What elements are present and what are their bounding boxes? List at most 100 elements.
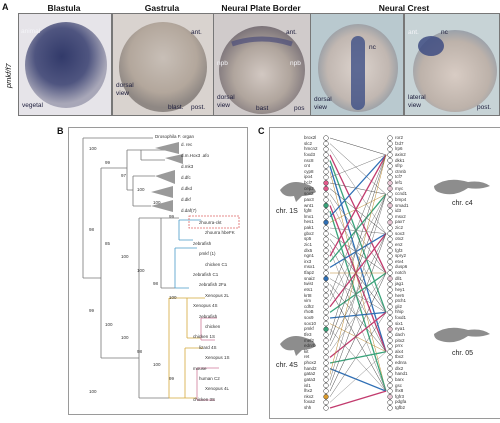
synteny-link (329, 390, 387, 409)
tree-leaf-label: d.dkf (181, 197, 191, 202)
right-gene-label: ptch1 (395, 298, 407, 304)
gene-node (387, 140, 393, 147)
synteny-link (329, 193, 387, 263)
synteny-link (329, 160, 387, 313)
gene-node (387, 320, 393, 327)
synteny-link (329, 311, 387, 319)
label-npb-left: npb (217, 60, 228, 67)
synteny-link (329, 227, 387, 234)
species-silhouettes (280, 179, 490, 356)
nc-lateral-image: ant. nc lateral view post. (404, 13, 500, 116)
right-gene-label: tcf7 (395, 174, 403, 180)
frog-silhouette-bottom-left (280, 336, 316, 356)
synteny-link (329, 165, 387, 352)
gene-node (323, 275, 329, 282)
left-gene-label: irx3 (304, 258, 312, 264)
gene-node (323, 309, 329, 316)
gene-node (323, 202, 329, 209)
left-gene-label: ipo4 (304, 174, 313, 180)
left-gene-label: hes1 (304, 219, 314, 225)
right-gene-label: hhip (395, 309, 404, 315)
right-gene-label: en2 (395, 241, 403, 247)
gene-node (323, 242, 329, 248)
gene-node (387, 163, 393, 169)
synteny-link (329, 272, 387, 313)
bootstrap-value: 100 (137, 186, 145, 192)
column-head-blastula: Blastula (47, 3, 81, 13)
gene-node (323, 270, 329, 276)
right-gene-label: lef1 (395, 180, 403, 185)
synteny-link (329, 289, 387, 392)
label-view: view (217, 102, 231, 109)
right-gene-label: hand1 (395, 371, 408, 377)
chromosome-label-c4: chr. c4 (452, 200, 473, 207)
tree-leaf-label: d.mk3 (181, 164, 194, 169)
gene-node (387, 354, 393, 361)
bootstrap-value: 100 (153, 362, 161, 367)
right-gene-label: fgf3 (395, 247, 403, 253)
left-gene-label: foxa2 (304, 399, 316, 405)
right-gene-label: smad1 (395, 202, 409, 208)
label-ant: ant. (408, 29, 419, 36)
gene-node (387, 191, 393, 197)
left-gene-label: rhoB (304, 309, 314, 315)
gene-node (387, 146, 393, 152)
gene-node (323, 219, 329, 226)
gene-node (387, 208, 393, 214)
gene-node (323, 152, 329, 158)
nc-dorsal-image: nc dorsal view (310, 13, 404, 116)
synteny-links (329, 137, 387, 409)
right-gene-label: dlx2 (395, 365, 404, 371)
gene-node (387, 242, 393, 248)
left-gene-label: hand2 (304, 365, 317, 371)
gene-node (323, 163, 329, 169)
gene-node (323, 247, 329, 254)
gene-node (323, 399, 329, 406)
left-gene-label: sox9 (304, 315, 314, 320)
right-gene-label: ctnnb (395, 168, 407, 174)
right-gene-label: ednra (395, 360, 407, 365)
blastula-image: animal vegetal (18, 13, 112, 116)
right-gene-label: spry2 (395, 253, 407, 259)
synteny-link (329, 233, 387, 347)
gene-node (323, 180, 329, 186)
tree-leaf-label: zebrafish (193, 240, 212, 246)
bootstrap-value: 99 (169, 375, 175, 381)
synteny-link (329, 194, 387, 341)
synteny-link (329, 199, 387, 313)
gene-node (323, 214, 329, 220)
left-gene-label: hmcn2 (304, 146, 318, 152)
gene-node (323, 191, 329, 197)
bootstrap-value: 85 (105, 240, 111, 246)
synteny-link (329, 154, 387, 375)
npb-embryo (219, 26, 305, 114)
gene-node (387, 230, 393, 237)
gene-node (387, 270, 393, 276)
gene-node (387, 337, 393, 344)
synteny-diagram (280, 135, 490, 411)
label-view: view (116, 90, 130, 97)
left-gene-label: pax3 (304, 196, 314, 202)
gene-node (387, 326, 393, 332)
left-gene-label: vim (304, 298, 311, 304)
synteny-link (329, 154, 387, 296)
right-gene-label: barx (395, 376, 404, 382)
gene-node (387, 405, 393, 411)
gene-side-label: pmkf/f7 (4, 63, 13, 88)
right-gene-label: ror2 (395, 135, 404, 140)
right-gene-label: lrp6 (395, 146, 403, 152)
right-gene-label: prrx (395, 343, 403, 349)
left-gene-label: kit (304, 348, 309, 354)
left-gene-label: snai2 (304, 275, 315, 281)
left-gene-label: nkx2 (304, 393, 314, 399)
bootstrap-value: 100 (137, 267, 145, 273)
right-gene-label: sox3 (395, 230, 405, 236)
gene-node (323, 230, 329, 237)
right-gene-label: dkk1 (395, 157, 405, 163)
label-blast: blast. (168, 104, 184, 111)
synteny-link (329, 149, 387, 234)
left-gene-label: fgf8 (304, 208, 312, 214)
gene-node (387, 174, 393, 181)
synteny-link (329, 194, 387, 380)
